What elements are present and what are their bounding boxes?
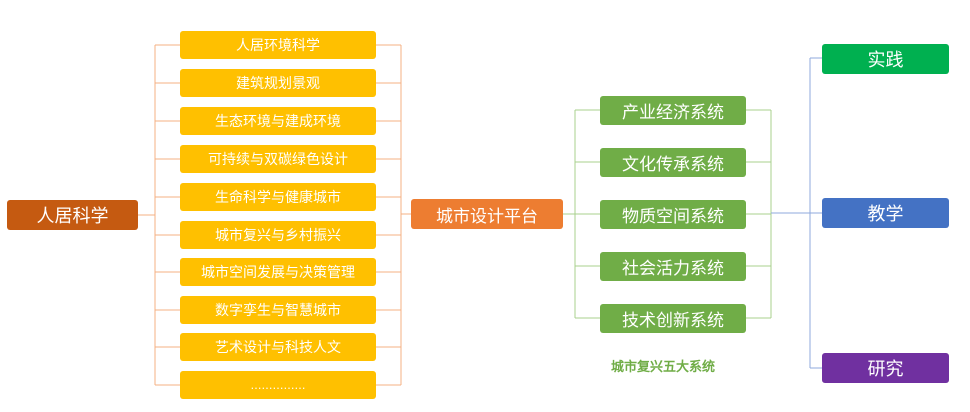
system-node-1: 产业经济系统 [600,96,746,125]
systems-caption: 城市复兴五大系统 [611,360,716,375]
system-node-2: 文化传承系统 [600,148,746,177]
root-label: 人居科学 [36,206,109,227]
topic-node-2: 建筑规划景观 [180,69,376,97]
topic-node-3: 生态环境与建成环境 [180,107,376,135]
mode-label: 实践 [867,50,904,71]
topic-label: 生命科学与健康城市 [215,190,341,206]
topic-label: …………… [250,378,306,392]
system-label: 社会活力系统 [622,259,724,279]
topic-node-5: 生命科学与健康城市 [180,183,376,211]
topic-node-1: 人居环境科学 [180,31,376,59]
platform-label: 城市设计平台 [436,206,538,227]
system-node-5: 技术创新系统 [600,304,746,333]
topic-node-7: 城市空间发展与决策管理 [180,258,376,286]
topic-label: 人居环境科学 [236,38,320,54]
mode-label: 研究 [867,359,904,380]
topic-label: 城市空间发展与决策管理 [201,265,355,281]
topic-label: 建筑规划景观 [236,76,320,92]
topic-node-8: 数字孪生与智慧城市 [180,296,376,324]
topic-node-10: …………… [180,371,376,399]
system-node-4: 社会活力系统 [600,252,746,281]
topic-label: 可持续与双碳绿色设计 [208,152,348,168]
root-node: 人居科学 [7,200,138,230]
system-label: 产业经济系统 [622,103,724,123]
system-node-3: 物质空间系统 [600,200,746,229]
topic-label: 城市复兴与乡村振兴 [215,228,341,244]
mode-label: 教学 [867,204,904,225]
system-label: 文化传承系统 [622,155,724,175]
topic-node-9: 艺术设计与科技人文 [180,333,376,361]
topic-node-6: 城市复兴与乡村振兴 [180,221,376,249]
platform-node: 城市设计平台 [411,199,563,229]
topic-label: 生态环境与建成环境 [215,114,341,130]
mode-node-teaching: 教学 [822,198,949,228]
mode-node-practice: 实践 [822,44,949,74]
topic-label: 数字孪生与智慧城市 [215,303,341,319]
system-label: 物质空间系统 [622,207,724,227]
topic-label: 艺术设计与科技人文 [215,340,341,356]
topic-node-4: 可持续与双碳绿色设计 [180,145,376,173]
system-label: 技术创新系统 [622,311,724,331]
mode-node-research: 研究 [822,353,949,383]
